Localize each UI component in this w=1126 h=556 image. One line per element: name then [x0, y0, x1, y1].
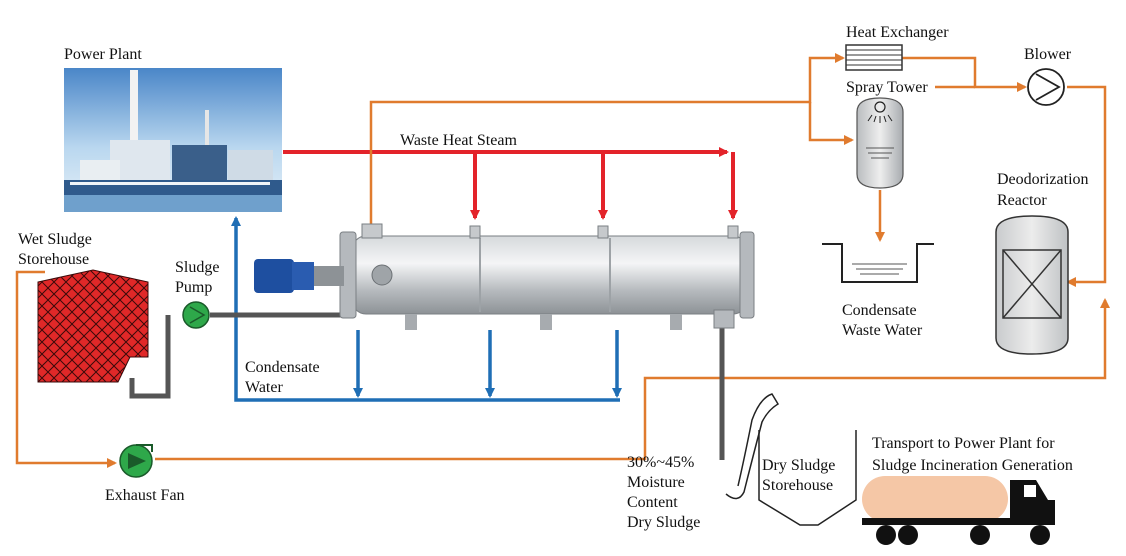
storehouse-to-fan-line — [15, 270, 117, 468]
exhaust-fan-to-reactor-line — [155, 298, 1110, 461]
condensate-waste-water-basin — [822, 243, 934, 283]
blower-to-reactor-line — [1066, 85, 1107, 287]
condensate-waste-water-label: Condensate Waste Water — [842, 302, 923, 339]
paddle-dryer — [339, 223, 755, 330]
sludge-pump-label: Sludge Pump — [175, 259, 223, 296]
exhaust-gas-lines — [15, 53, 1110, 468]
transport-truck-icon — [862, 476, 1055, 545]
power-plant-image — [64, 68, 282, 212]
heat-exchanger-icon — [845, 44, 903, 71]
deodorization-reactor-label: Deodorization Reactor — [997, 171, 1093, 209]
condensate-water-lines — [231, 216, 622, 402]
storehouse-to-pump-line — [129, 315, 171, 399]
exchanger-to-blower-line — [902, 56, 1027, 92]
waste-heat-steam-label: Waste Heat Steam — [400, 132, 517, 149]
drive-motor — [254, 259, 344, 293]
blower-icon — [1027, 68, 1065, 106]
sludge-lines — [129, 312, 725, 460]
exhaust-fan-icon — [119, 444, 153, 478]
condensate-return-line — [231, 216, 620, 402]
deodorization-reactor-icon — [995, 215, 1069, 355]
power-plant-label: Power Plant — [64, 46, 142, 63]
waste-heat-steam-lines — [283, 147, 738, 220]
wet-sludge-storehouse-label: Wet Sludge Storehouse — [18, 231, 96, 268]
heat-exchanger-label: Heat Exchanger — [846, 24, 949, 41]
dry-sludge-chute-icon — [725, 393, 780, 500]
spray-tower-icon — [856, 97, 904, 189]
dry-sludge-storehouse-label: Dry Sludge Storehouse — [762, 457, 839, 494]
exhaust-fan-label: Exhaust Fan — [105, 487, 185, 504]
condensate-water-label: Condensate Water — [245, 359, 324, 396]
bypass-to-tower-line — [808, 102, 854, 145]
dry-sludge-storehouse-icon — [758, 430, 857, 526]
sludge-pump-icon — [182, 301, 210, 329]
blower-label: Blower — [1024, 46, 1072, 63]
spray-tower-label: Spray Tower — [846, 79, 928, 96]
wet-sludge-storehouse-icon — [37, 269, 149, 383]
transport-label: Transport to Power Plant for Sludge Inci… — [872, 435, 1073, 474]
dry-sludge-info-label: 30%~45% Moisture Content Dry Sludge — [627, 454, 700, 531]
